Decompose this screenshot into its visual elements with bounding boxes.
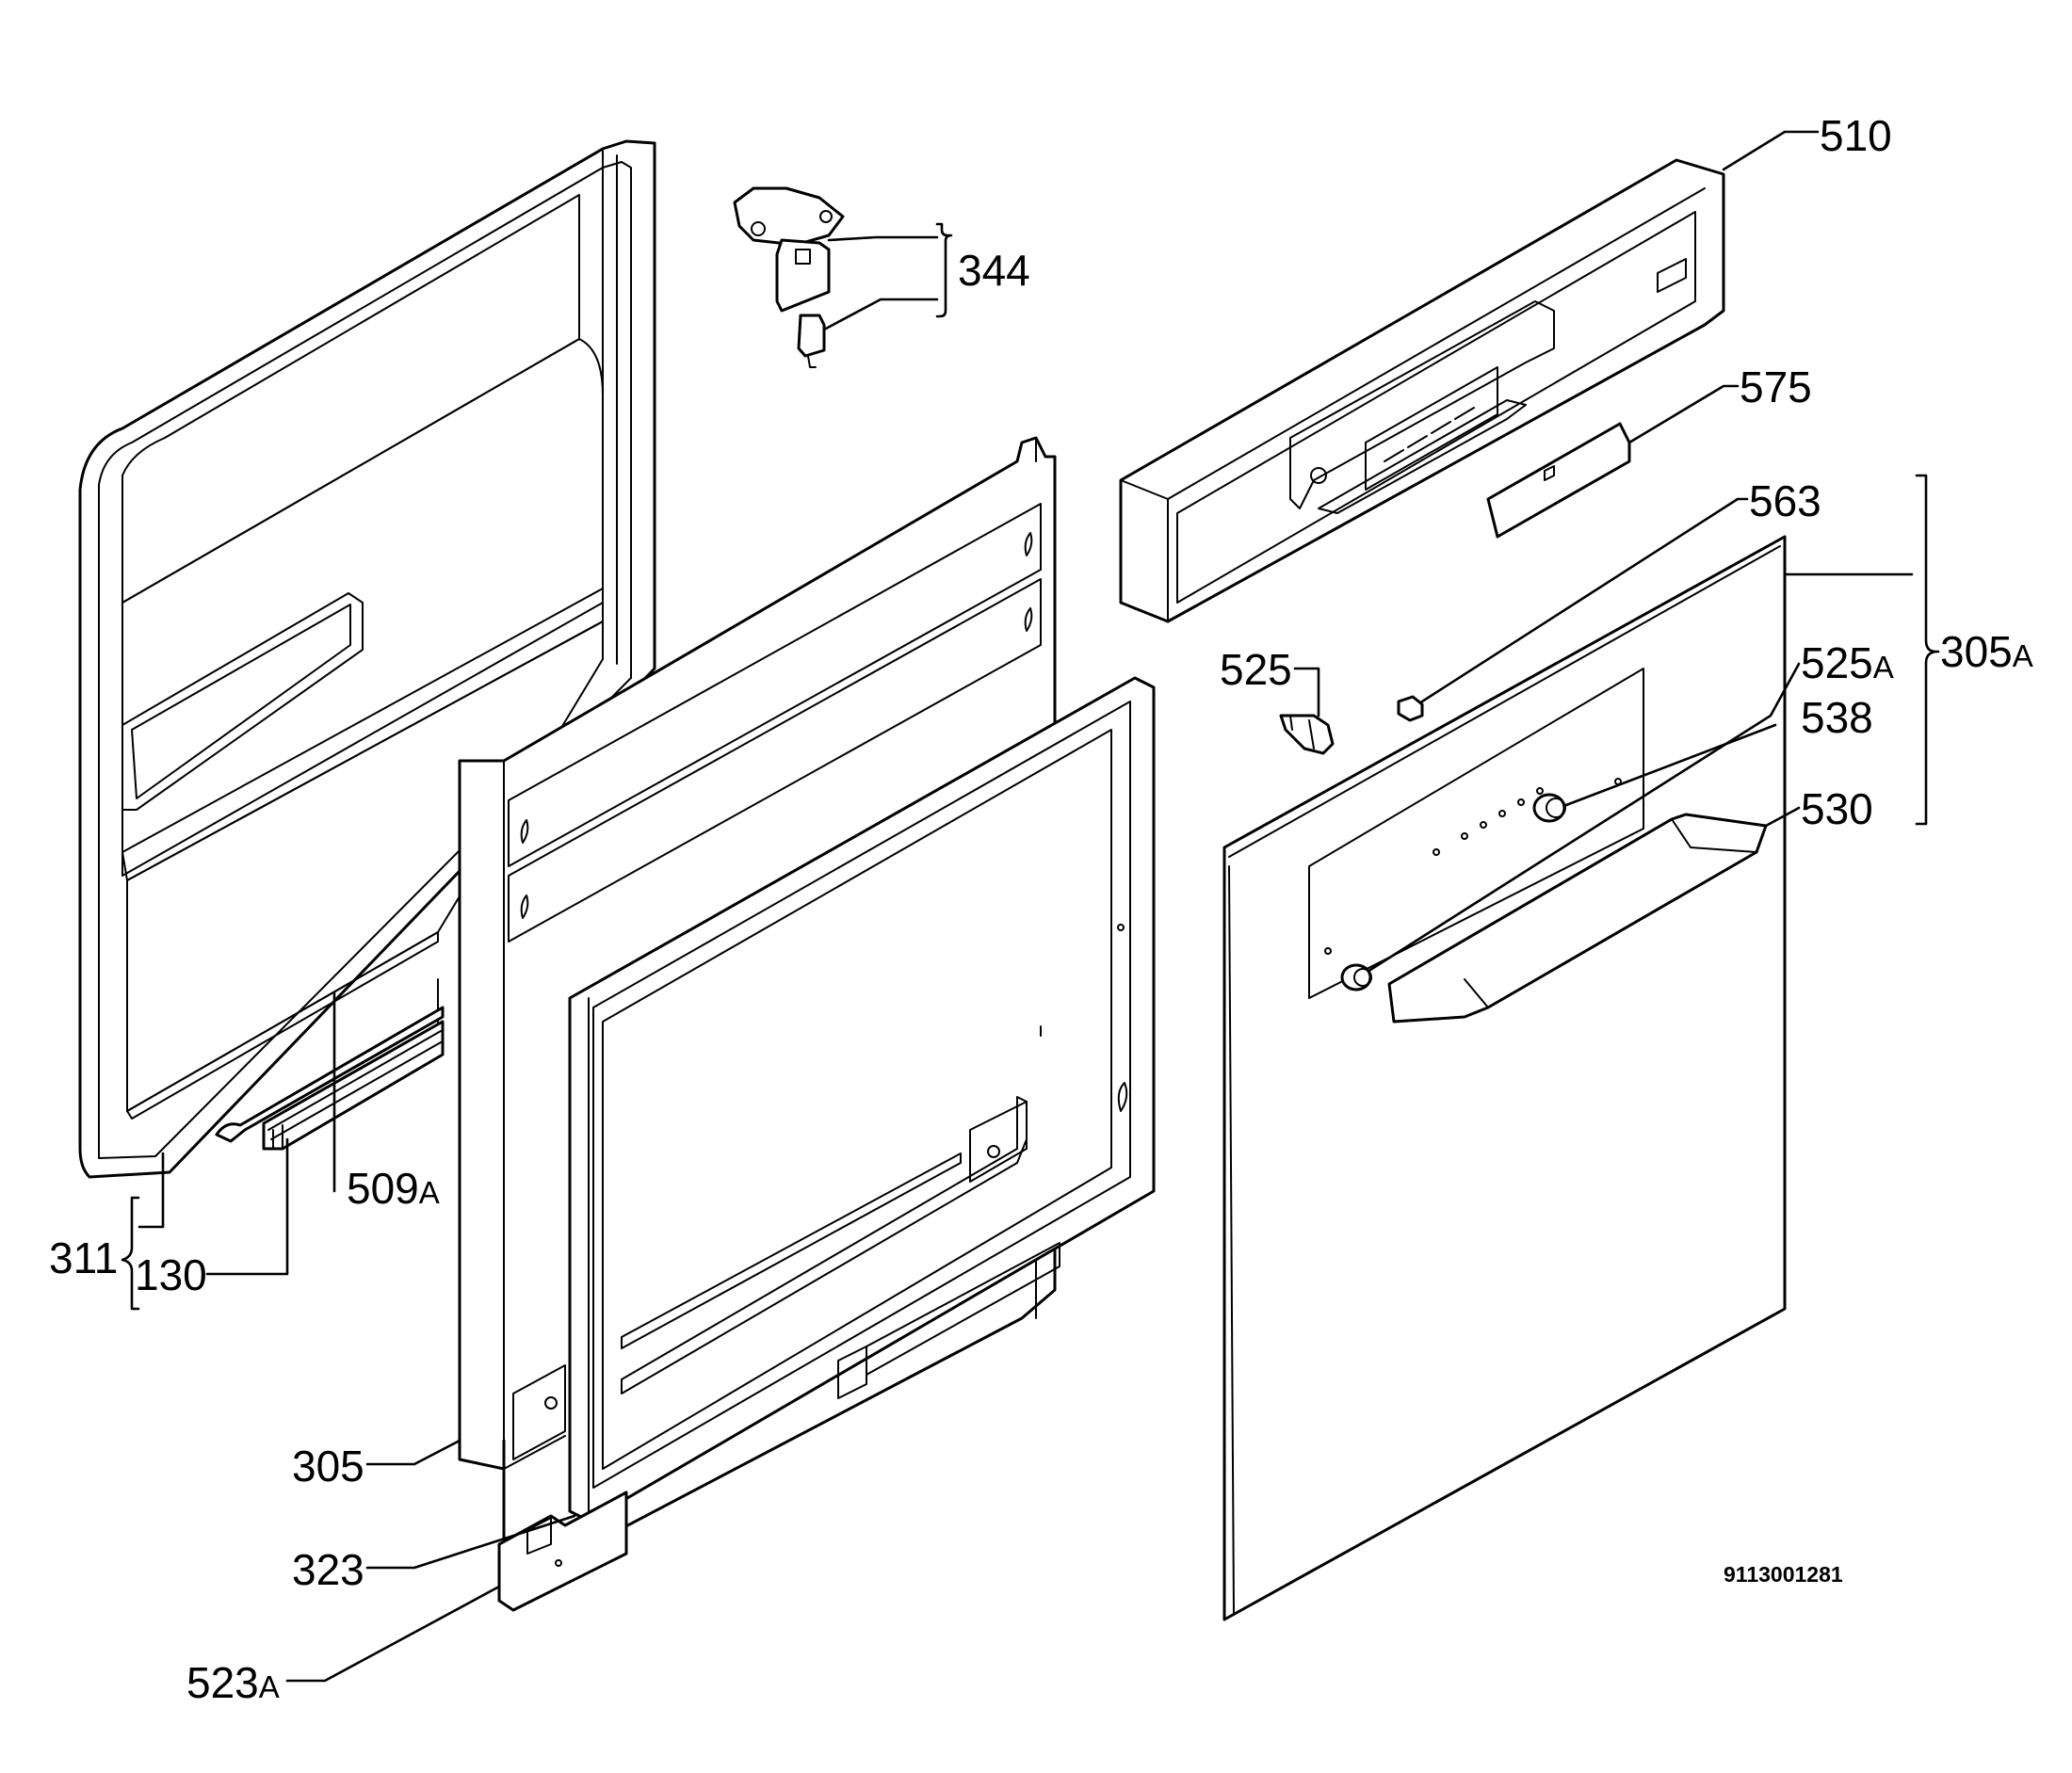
door-lock	[733, 186, 845, 368]
label-530: 530	[1801, 784, 1873, 833]
inner-door-liner	[78, 139, 656, 1179]
door-seal-strip	[215, 1006, 445, 1151]
label-344: 344	[958, 246, 1030, 295]
switch-knob	[1340, 963, 1372, 991]
label-130: 130	[135, 1250, 207, 1299]
nut	[1397, 695, 1424, 722]
leader-lines	[121, 130, 1940, 1683]
door-inner-frame	[568, 676, 1156, 1523]
label-563: 563	[1749, 476, 1821, 525]
label-538: 538	[1801, 693, 1873, 742]
control-panel	[1119, 158, 1725, 623]
label-305: 305	[292, 1442, 364, 1491]
door-handle	[1387, 813, 1768, 1024]
label-525: 525	[1220, 645, 1292, 694]
label-311: 311	[49, 1233, 118, 1282]
label-575: 575	[1740, 363, 1812, 411]
decorative-strip	[1486, 422, 1631, 539]
label-525a: 525A	[1801, 638, 1894, 687]
part-labels: 510 344 575 563 525 525A 305A 538 530 50…	[49, 111, 2033, 1707]
front-door-panel	[1222, 535, 1787, 1621]
label-509a: 509A	[347, 1164, 440, 1213]
bottom-bracket	[497, 1491, 628, 1612]
program-knob	[1532, 793, 1566, 823]
label-510: 510	[1820, 111, 1892, 160]
push-button	[1279, 714, 1335, 755]
label-305a: 305A	[1940, 627, 2033, 676]
label-523a: 523A	[186, 1658, 280, 1707]
drawing-number: 9113001281	[1724, 1562, 1843, 1587]
label-323: 323	[292, 1545, 364, 1594]
